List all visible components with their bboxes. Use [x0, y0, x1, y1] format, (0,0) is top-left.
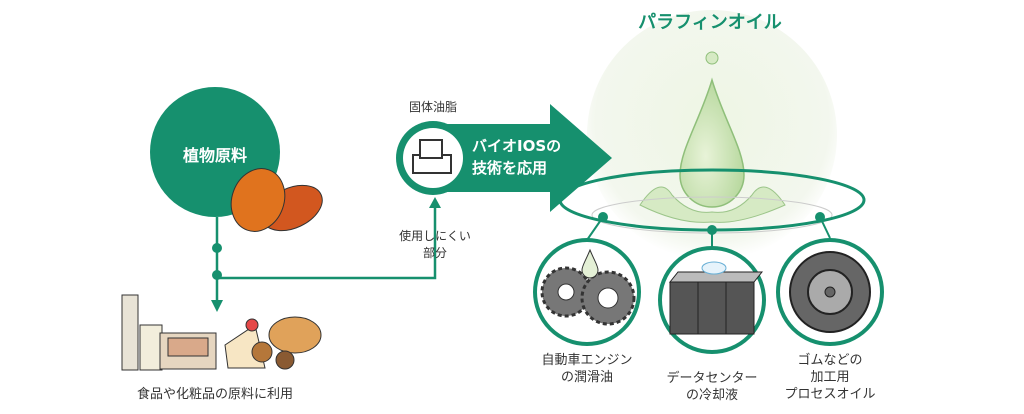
splash — [639, 186, 786, 223]
use-caption-datacenter: データセンターの冷却液 — [666, 371, 758, 403]
source-label: 植物原料 — [182, 146, 247, 165]
products-illustration — [121, 294, 322, 371]
solid-fat-icon — [412, 139, 452, 174]
products-caption: 食品や化粧品の原料に利用 — [136, 387, 293, 402]
arrow-text: バイオIOSの 技術を応用 — [472, 137, 562, 177]
tire-icon — [776, 238, 884, 346]
gears-icon — [533, 238, 641, 346]
oil-drop-icon — [679, 77, 745, 208]
process-arrow — [430, 104, 612, 212]
side-label: 使用しにくい部分 — [399, 229, 471, 260]
use-caption-engine: 自動車エンジンの潤滑油 — [541, 353, 633, 385]
main-title: パラフィンオイル — [638, 12, 782, 33]
input-label: 固体油脂 — [408, 100, 457, 114]
use-caption-rubber: ゴムなどの加工用プロセスオイル — [784, 353, 876, 402]
server-rack-icon — [658, 246, 766, 354]
palm-fruit-icon — [230, 168, 323, 232]
